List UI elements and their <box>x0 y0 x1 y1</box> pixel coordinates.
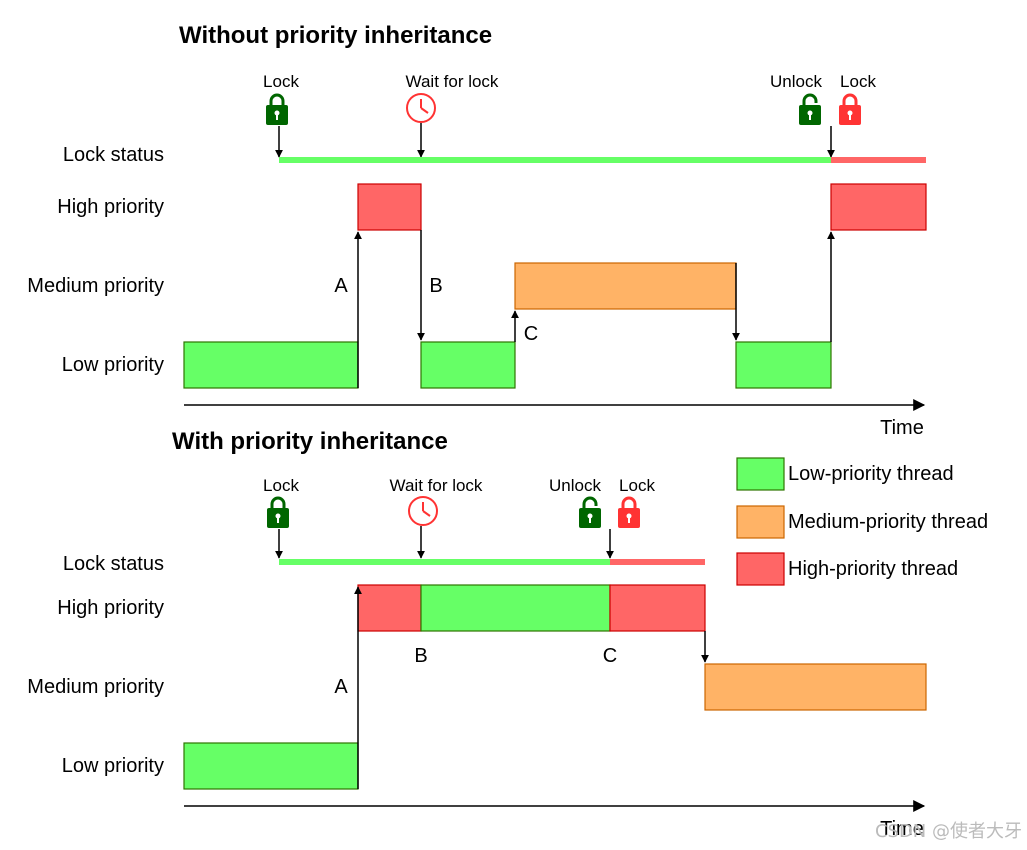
top-low-block-1 <box>183 341 359 389</box>
unlock-icon <box>799 93 821 125</box>
padlock-icon <box>267 496 289 528</box>
bottom-unlock-label: Unlock <box>549 476 601 495</box>
top-transition-c-label: C <box>524 323 538 345</box>
bottom-diagram: With priority inheritance Lock status Hi… <box>27 428 927 840</box>
top-lock-label: Lock <box>263 72 299 91</box>
bottom-inherited-low-block <box>420 584 611 632</box>
top-wait-label: Wait for lock <box>406 72 499 91</box>
watermark: CSDN @使者大牙 <box>875 821 1022 842</box>
padlock-red-icon <box>618 496 640 528</box>
legend: Low-priority thread Medium-priority thre… <box>736 457 988 586</box>
top-title: Without priority inheritance <box>179 22 492 49</box>
bottom-lock-status-label: Lock status <box>63 553 164 575</box>
padlock-icon <box>266 93 288 125</box>
bottom-lock2-label: Lock <box>619 476 655 495</box>
bottom-lock-label: Lock <box>263 476 299 495</box>
bottom-time-label: Time <box>880 818 924 840</box>
clock-icon <box>408 496 438 526</box>
top-unlock-label: Unlock <box>770 72 822 91</box>
top-low-priority-label: Low priority <box>62 354 164 376</box>
top-transition-a-label: A <box>334 275 348 297</box>
legend-medium-label: Medium-priority thread <box>788 511 988 533</box>
top-transition-b-label: B <box>429 275 442 297</box>
clock-icon <box>406 93 436 123</box>
top-low-block-2 <box>420 341 516 389</box>
top-lock2-label: Lock <box>840 72 876 91</box>
bottom-wait-label: Wait for lock <box>390 476 483 495</box>
top-medium-block <box>514 262 737 310</box>
bottom-high-block-2 <box>609 584 706 632</box>
top-high-block-2 <box>830 183 927 231</box>
legend-high-swatch <box>736 552 785 586</box>
bottom-transition-a-label: A <box>334 676 348 698</box>
top-medium-priority-label: Medium priority <box>27 275 164 297</box>
legend-low-swatch <box>736 457 785 491</box>
legend-low-label: Low-priority thread <box>788 463 954 485</box>
top-time-label: Time <box>880 417 924 439</box>
bottom-medium-block <box>704 663 927 711</box>
top-diagram: Without priority inheritance Lock status… <box>27 22 927 439</box>
top-high-priority-label: High priority <box>57 196 164 218</box>
bottom-medium-priority-label: Medium priority <box>27 676 164 698</box>
legend-medium-swatch <box>736 505 785 539</box>
top-high-block-1 <box>357 183 422 231</box>
bottom-title: With priority inheritance <box>172 428 448 455</box>
bottom-high-block-1 <box>357 584 422 632</box>
bottom-low-priority-label: Low priority <box>62 755 164 777</box>
top-lock-status-label: Lock status <box>63 144 164 166</box>
bottom-low-block <box>183 742 359 790</box>
legend-high-label: High-priority thread <box>788 558 958 580</box>
bottom-transition-c-label: C <box>603 645 617 667</box>
bottom-transition-b-label: B <box>414 645 427 667</box>
padlock-red-icon <box>839 93 861 125</box>
unlock-icon <box>579 496 601 528</box>
bottom-high-priority-label: High priority <box>57 597 164 619</box>
top-low-block-3 <box>735 341 832 389</box>
